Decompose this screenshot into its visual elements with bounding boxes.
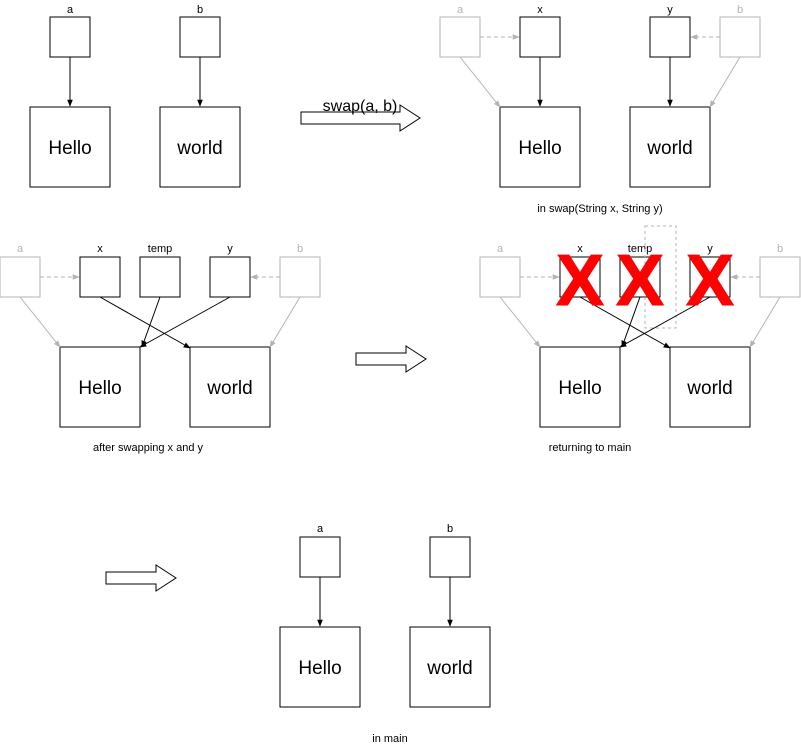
var-x-label: x (577, 243, 583, 255)
var-a-label: a (17, 243, 24, 255)
caption: in swap(String x, String y) (537, 203, 662, 215)
string-world-box (629, 106, 711, 188)
caption: in main (372, 733, 407, 745)
ref-b-to-world-arrow (749, 296, 781, 348)
step-arrow-return (355, 345, 427, 373)
ref-b-to-world-arrow (709, 56, 741, 108)
string-world-text: world (176, 138, 222, 159)
string-world-text: world (646, 138, 692, 159)
step-arrow-swap: swap(a, b) (300, 98, 421, 132)
string-world-box (159, 106, 241, 188)
ref-temp-to-hello-arrow (621, 296, 641, 348)
var-b-box (429, 536, 471, 578)
var-b-label: b (737, 4, 743, 16)
var-y-label: y (227, 243, 233, 255)
panel-returning: a x temp y b Hello world X X X returning… (479, 225, 801, 454)
var-y-label: y (667, 4, 673, 16)
string-hello-text: Hello (298, 658, 341, 679)
var-y-box (209, 256, 251, 298)
panel-after-swap: a x temp y b Hello world after swapping … (0, 243, 321, 454)
panel-in-main: a b Hello world in main (279, 523, 491, 745)
string-hello-box (59, 346, 141, 428)
panel-initial: a b Hello world (29, 4, 241, 188)
var-b-label: b (447, 523, 453, 535)
var-x-label: x (537, 4, 543, 16)
panel-in-swap: a x y b Hello world in swap(String x, St… (439, 4, 761, 215)
ref-x-to-world-arrow (99, 296, 191, 349)
string-hello-box (279, 626, 361, 708)
var-x-box (79, 256, 121, 298)
ref-y-to-hello-arrow (619, 296, 711, 348)
var-b-box (759, 256, 801, 298)
string-world-box (669, 346, 751, 428)
ref-y-to-hello-arrow (139, 296, 231, 348)
var-a-box (49, 16, 91, 58)
string-world-box (409, 626, 491, 708)
string-hello-box (499, 106, 581, 188)
var-x-label: x (97, 243, 103, 255)
var-a-label: a (317, 523, 324, 535)
var-y-label: y (707, 243, 713, 255)
string-world-text: world (686, 378, 732, 399)
ref-a-to-hello-arrow (499, 296, 541, 348)
var-x-box (559, 256, 601, 298)
var-a-box (479, 256, 521, 298)
cross-temp-mark: X (616, 241, 664, 321)
caption: returning to main (549, 442, 632, 454)
string-hello-box (539, 346, 621, 428)
var-b-label: b (197, 4, 203, 16)
var-a-box (299, 536, 341, 578)
string-hello-box (29, 106, 111, 188)
ref-x-to-world-arrow (579, 296, 671, 349)
var-b-box (179, 16, 221, 58)
string-world-box (189, 346, 271, 428)
ref-b-to-world-arrow (269, 296, 301, 348)
var-y-box (689, 256, 731, 298)
string-hello-text: Hello (558, 378, 601, 399)
var-a-box (0, 256, 41, 298)
string-world-text: world (206, 378, 252, 399)
var-y-box (649, 16, 691, 58)
var-x-box (519, 16, 561, 58)
cross-y-mark: X (686, 241, 734, 321)
ref-a-to-hello-arrow (19, 296, 61, 348)
var-temp-label: temp (148, 243, 172, 255)
var-a-box (439, 16, 481, 58)
var-a-label: a (457, 4, 464, 16)
var-b-label: b (777, 243, 783, 255)
string-hello-text: Hello (78, 378, 121, 399)
var-a-label: a (497, 243, 504, 255)
var-b-box (719, 16, 761, 58)
swap-call-label: swap(a, b) (323, 98, 398, 115)
caption: after swapping x and y (93, 442, 204, 454)
ref-a-to-hello-arrow (459, 56, 501, 108)
string-hello-text: Hello (518, 138, 561, 159)
cross-x-mark: X (556, 241, 604, 321)
string-world-text: world (426, 658, 472, 679)
var-a-label: a (67, 4, 74, 16)
var-temp-box (139, 256, 181, 298)
var-temp-box (619, 256, 661, 298)
step-arrow-back-to-main (105, 564, 177, 592)
string-hello-text: Hello (48, 138, 91, 159)
var-temp-label: temp (628, 243, 652, 255)
ref-temp-to-hello-arrow (141, 296, 161, 348)
var-b-box (279, 256, 321, 298)
var-b-label: b (297, 243, 303, 255)
